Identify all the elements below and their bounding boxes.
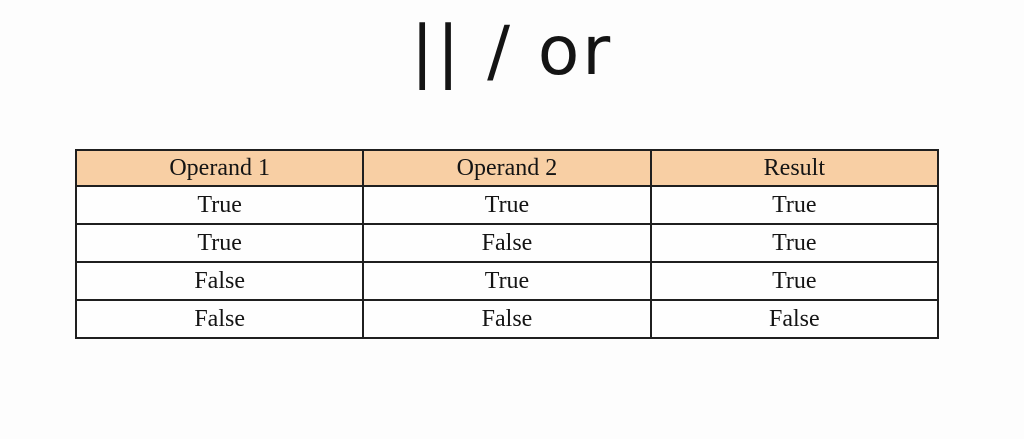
table-row: False True True — [74, 261, 940, 301]
table-row: False False False — [74, 299, 940, 339]
or-truth-table: Operand 1 Operand 2 Result True True Tru… — [74, 149, 940, 339]
table-cell: True — [649, 185, 940, 225]
column-header-operand1: Operand 1 — [74, 149, 365, 187]
table-header-row: Operand 1 Operand 2 Result — [74, 149, 940, 187]
table-cell: True — [74, 185, 365, 225]
table-cell: True — [362, 261, 652, 301]
table-cell: False — [74, 261, 365, 301]
table-cell: False — [74, 299, 365, 339]
table-cell: True — [649, 223, 940, 263]
table-cell: True — [74, 223, 365, 263]
table-cell: False — [362, 223, 652, 263]
column-header-operand2: Operand 2 — [362, 149, 652, 187]
page-title: || / or — [410, 12, 614, 91]
table-cell: False — [362, 299, 652, 339]
table-row: True False True — [74, 223, 940, 263]
table-row: True True True — [74, 185, 940, 225]
column-header-result: Result — [649, 149, 940, 187]
table-cell: True — [362, 185, 652, 225]
table-cell: False — [649, 299, 940, 339]
table-cell: True — [649, 261, 940, 301]
